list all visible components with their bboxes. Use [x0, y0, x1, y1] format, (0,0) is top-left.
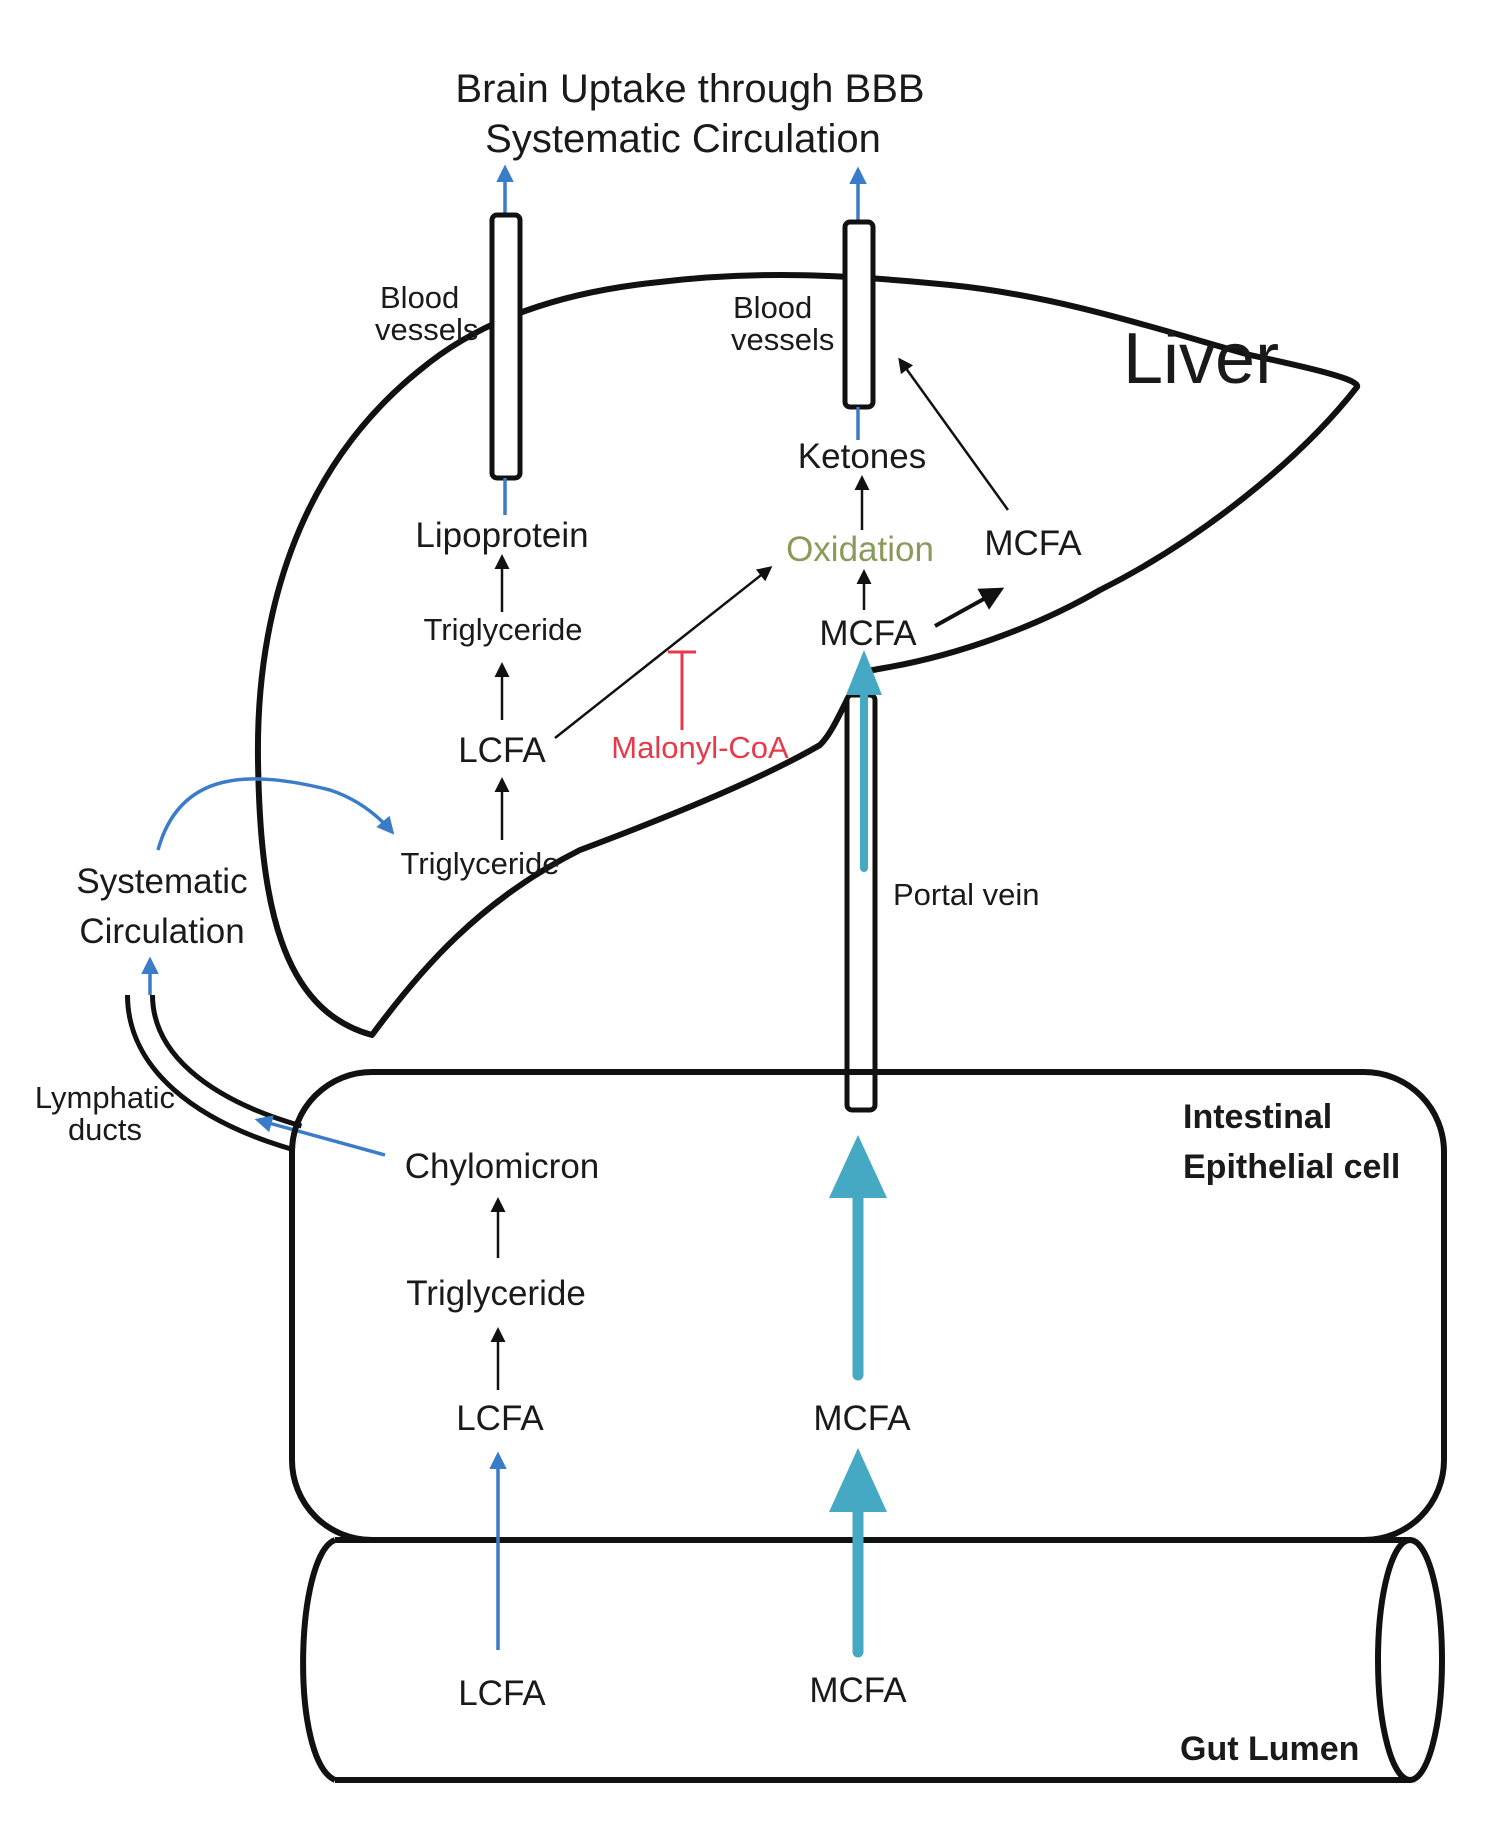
lipoprotein-label: Lipoprotein [415, 516, 588, 555]
blood-vessel-right: Blood vessels [731, 166, 876, 440]
intestine-lcfa-label: LCFA [456, 1399, 544, 1438]
arrow-lcfa-to-oxidation [554, 566, 773, 739]
chylomicron-to-lymph-arrow [254, 1115, 386, 1157]
blood-vessels-right-label-2: vessels [731, 322, 834, 357]
portal-vein-flow-head [846, 650, 882, 695]
title-group: Brain Uptake through BBB Systematic Circ… [455, 67, 924, 161]
systematic-circulation-label-1: Systematic [76, 862, 247, 901]
blood-vessels-right-label-1: Blood [733, 290, 812, 325]
intestine-lcfa-pathway: Chylomicron Triglyceride LCFA [405, 1147, 600, 1438]
systemic-circulation: Systematic Circulation [76, 777, 395, 1018]
arrow-mcfa-to-mcfa-right [934, 587, 1005, 628]
lymphatic-ducts-label-2: ducts [68, 1112, 142, 1147]
liver-lcfa-pathway: Lipoprotein Triglyceride LCFA Triglyceri… [400, 516, 588, 881]
gut-lumen-label: Gut Lumen [1180, 1730, 1359, 1768]
intestinal-cell-label-1: Intestinal [1183, 1098, 1332, 1136]
liver-label: Liver [1123, 319, 1279, 399]
mcfa-right-label: MCFA [984, 524, 1082, 563]
gut-lumen-tube [300, 1537, 1410, 1783]
title-line-1: Brain Uptake through BBB [455, 67, 924, 111]
liver-mcfa-pathway: Ketones Oxidation MCFA MCFA [786, 357, 1082, 653]
lymphatic-duct: Lymphatic ducts [35, 994, 386, 1157]
lcfa-liver-label: LCFA [458, 731, 546, 770]
intestine-triglyceride-label: Triglyceride [406, 1274, 586, 1313]
intestine-mcfa-flow-head [829, 1135, 887, 1198]
triglyceride-lower-label: Triglyceride [400, 846, 559, 881]
ketones-label: Ketones [798, 437, 926, 476]
arrow-mcfa-to-blood-vessel [898, 357, 1010, 511]
blood-vessels-left-label-2: vessels [375, 312, 478, 347]
portal-vein: Portal vein [844, 650, 1039, 1113]
vessel-right-tube [842, 219, 876, 410]
intestine-mcfa-label: MCFA [813, 1399, 911, 1438]
liver-outline [254, 272, 1360, 1038]
portal-vein-label: Portal vein [893, 877, 1039, 912]
triglyceride-upper-label: Triglyceride [423, 612, 582, 647]
malonyl-coa-inhibition: Malonyl-CoA [611, 650, 789, 765]
gut-mcfa-label: MCFA [809, 1671, 907, 1710]
systematic-circulation-label-2: Circulation [79, 912, 244, 951]
gut-lcfa-label: LCFA [458, 1674, 546, 1713]
vessel-left-tube [489, 212, 523, 481]
intestine-mcfa-pathway: MCFA [813, 1135, 911, 1438]
mcfa-center-label: MCFA [819, 614, 917, 653]
gut-lumen-end [1375, 1537, 1445, 1783]
blood-vessels-left-label-1: Blood [380, 280, 459, 315]
gut-lumen: Gut Lumen LCFA MCFA [300, 1448, 1445, 1783]
blood-vessel-left: Blood vessels [375, 164, 523, 515]
oxidation-label: Oxidation [786, 530, 934, 569]
title-line-2: Systematic Circulation [485, 117, 881, 161]
lymphatic-ducts-label-1: Lymphatic [35, 1080, 175, 1115]
intestinal-cell-label-2: Epithelial cell [1183, 1148, 1400, 1186]
systemic-to-liver-arrow [156, 777, 395, 851]
chylomicron-label: Chylomicron [405, 1147, 600, 1186]
malonyl-coa-label: Malonyl-CoA [611, 730, 789, 765]
gut-mcfa-flow-head [829, 1448, 887, 1512]
